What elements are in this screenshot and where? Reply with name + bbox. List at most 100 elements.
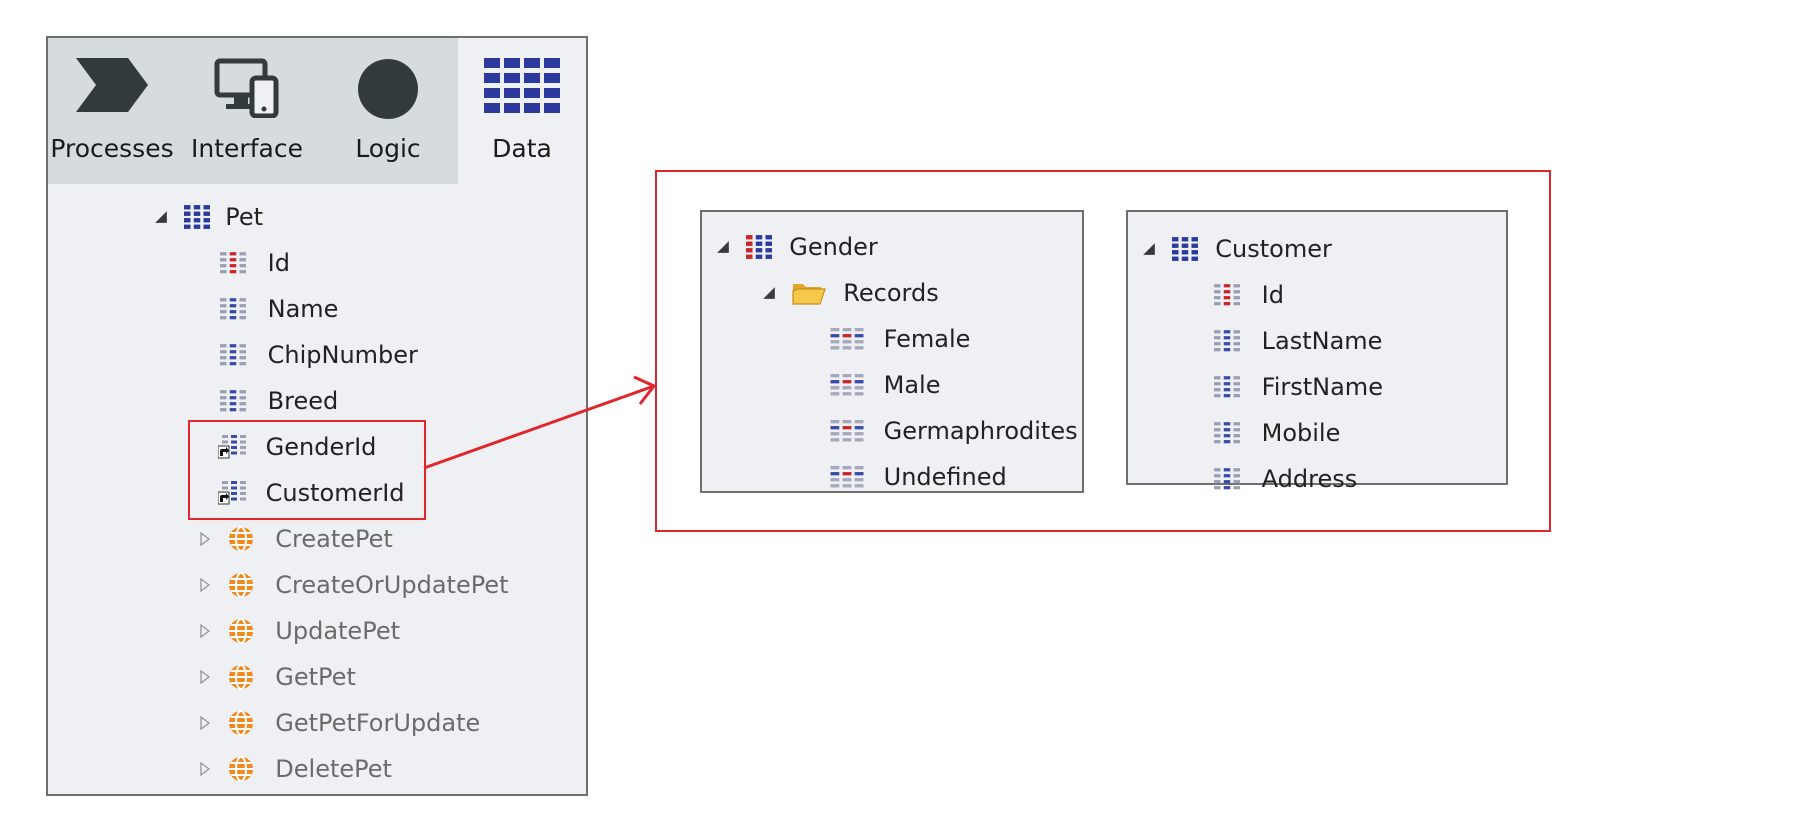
attribute-label: Breed (267, 387, 339, 415)
server-action-icon (228, 526, 254, 552)
action-label: DeletePet (275, 755, 392, 783)
record-label: Undefined (883, 463, 1007, 491)
collapsed-triangle-icon[interactable] (198, 762, 212, 776)
tree-action-createorupdatepet[interactable]: CreateOrUpdatePet (198, 564, 509, 604)
tab-label-processes: Processes (50, 134, 174, 163)
tab-label-data: Data (492, 134, 552, 163)
collapsed-triangle-icon[interactable] (198, 624, 212, 638)
entity-icon (184, 205, 210, 229)
collapsed-triangle-icon[interactable] (198, 578, 212, 592)
record-icon (830, 374, 864, 396)
action-label: CreateOrUpdatePet (275, 571, 509, 599)
entity-label: Pet (225, 203, 264, 231)
expanded-triangle-icon[interactable] (1142, 242, 1156, 256)
attribute-icon (220, 298, 246, 320)
action-label: UpdatePet (275, 617, 400, 645)
action-label: GetPet (275, 663, 356, 691)
attribute-icon (220, 390, 246, 412)
key-attribute-icon (220, 252, 246, 274)
tree-attribute-firstname[interactable]: FirstName (1214, 366, 1383, 406)
devices-icon (214, 58, 279, 118)
expanded-triangle-icon[interactable] (716, 240, 730, 254)
tree-attribute-breed[interactable]: Breed (220, 380, 338, 420)
tab-logic[interactable]: Logic (318, 38, 458, 184)
record-icon (830, 328, 864, 350)
tree-attribute-id[interactable]: Id (220, 242, 290, 282)
attribute-icon (220, 344, 246, 366)
tree-entity-pet[interactable]: Pet (154, 196, 263, 236)
gender-entity-panel: Gender Records Female Male Germaphrodite… (700, 210, 1084, 493)
tree-entity-gender[interactable]: Gender (716, 226, 878, 266)
server-action-icon (228, 710, 254, 736)
attribute-label: FirstName (1261, 373, 1383, 401)
attribute-label: LastName (1261, 327, 1383, 355)
tree-attribute-customerid[interactable]: CustomerId (218, 472, 405, 512)
entity-icon (746, 235, 772, 259)
callout-arrow-icon (423, 375, 657, 470)
tree-action-updatepet[interactable]: UpdatePet (198, 610, 400, 650)
tab-interface[interactable]: Interface (176, 38, 318, 184)
key-attribute-icon (1214, 284, 1240, 306)
collapsed-triangle-icon[interactable] (198, 670, 212, 684)
referenced-entities-callout (655, 170, 1551, 532)
customer-entity-panel: Customer Id LastName FirstName Mobile Ad… (1126, 210, 1508, 493)
tree-record-germaphrodites[interactable]: Germaphrodites (830, 410, 1078, 450)
tree-attribute-chipnumber[interactable]: ChipNumber (220, 334, 418, 374)
tree-attribute-customer-id[interactable]: Id (1214, 274, 1284, 314)
tree-folder-records[interactable]: Records (762, 272, 939, 312)
record-label: Female (883, 325, 971, 353)
tree-record-female[interactable]: Female (830, 318, 970, 358)
tree-action-deletepet[interactable]: DeletePet (198, 748, 392, 788)
tab-processes[interactable]: Processes (48, 38, 176, 184)
attribute-label: ChipNumber (267, 341, 418, 369)
entity-label: Customer (1215, 235, 1332, 263)
reference-attributes-highlight (188, 420, 426, 520)
record-label: Male (883, 371, 941, 399)
tree-action-getpet[interactable]: GetPet (198, 656, 356, 696)
attribute-label: Id (267, 249, 290, 277)
attribute-label: Id (1261, 281, 1284, 309)
tree-action-getpetforupdate[interactable]: GetPetForUpdate (198, 702, 480, 742)
attribute-icon (1214, 330, 1240, 352)
tree-attribute-address[interactable]: Address (1214, 458, 1357, 498)
tree-attribute-genderid[interactable]: GenderId (218, 426, 376, 466)
process-chevron-icon (76, 58, 148, 112)
attribute-icon (1214, 422, 1240, 444)
tree-record-undefined[interactable]: Undefined (830, 456, 1007, 496)
collapsed-triangle-icon[interactable] (198, 716, 212, 730)
attribute-label: Mobile (1261, 419, 1341, 447)
server-action-icon (228, 756, 254, 782)
data-grid-icon (484, 58, 560, 113)
entity-label: Gender (789, 233, 878, 261)
logic-circle-icon (358, 59, 418, 119)
tree-attribute-mobile[interactable]: Mobile (1214, 412, 1340, 452)
tree-entity-customer[interactable]: Customer (1142, 228, 1332, 268)
attribute-icon (1214, 468, 1240, 490)
tree-record-male[interactable]: Male (830, 364, 941, 404)
folder-open-icon (792, 281, 826, 305)
server-action-icon (228, 618, 254, 644)
tab-data[interactable]: Data (458, 38, 586, 184)
expanded-triangle-icon[interactable] (762, 286, 776, 300)
action-label: CreatePet (275, 525, 393, 553)
tab-label-logic: Logic (355, 134, 421, 163)
folder-label: Records (843, 279, 939, 307)
attribute-icon (1214, 376, 1240, 398)
tree-attribute-name[interactable]: Name (220, 288, 338, 328)
attribute-label: Name (267, 295, 339, 323)
attribute-label: Address (1261, 465, 1358, 493)
attribute-label: CustomerId (265, 479, 405, 507)
tree-attribute-lastname[interactable]: LastName (1214, 320, 1382, 360)
expanded-triangle-icon[interactable] (154, 210, 168, 224)
record-icon (830, 420, 864, 442)
tab-bar: Processes Interface Logic (48, 38, 586, 184)
server-action-icon (228, 664, 254, 690)
record-icon (830, 466, 864, 488)
collapsed-triangle-icon[interactable] (198, 532, 212, 546)
server-action-icon (228, 572, 254, 598)
data-tab-panel: Processes Interface Logic (46, 36, 588, 796)
tree-action-createpet[interactable]: CreatePet (198, 518, 393, 558)
entity-icon (1172, 237, 1198, 261)
record-label: Germaphrodites (883, 417, 1078, 445)
tab-label-interface: Interface (191, 134, 303, 163)
